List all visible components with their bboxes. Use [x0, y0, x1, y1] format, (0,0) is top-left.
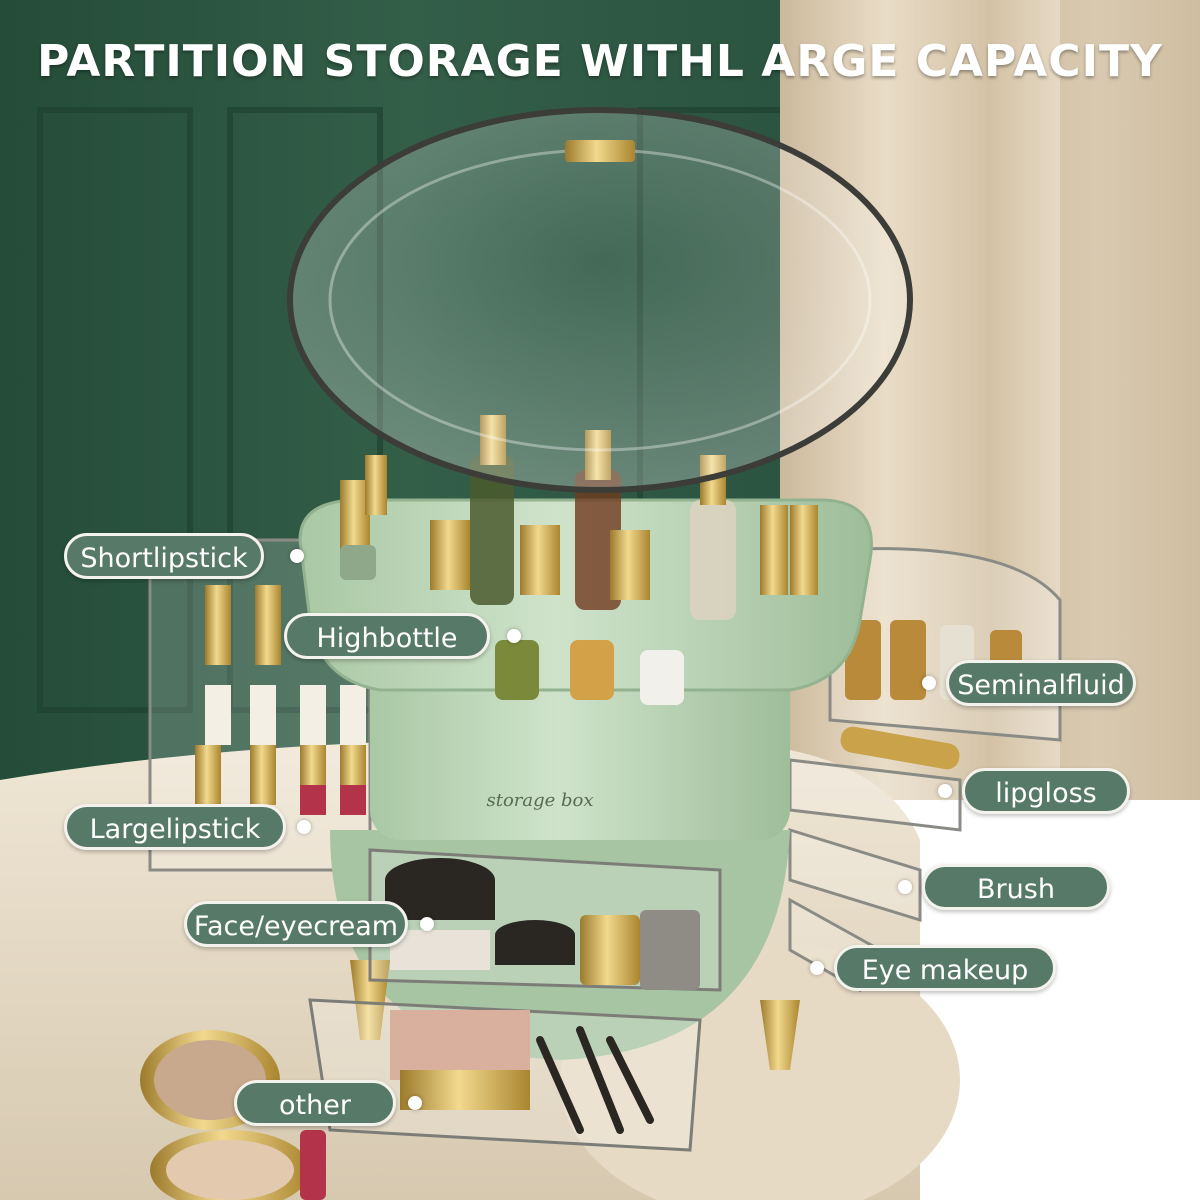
pointer-dot-large-lipstick	[297, 820, 311, 834]
cream-drawer	[368, 848, 722, 992]
pointer-dot-short-lipstick	[290, 549, 304, 563]
tall-bottles	[340, 415, 818, 705]
label-lipgloss: lipgloss	[962, 768, 1130, 814]
bottom-drawer	[308, 998, 702, 1152]
pointer-dot-high-bottle	[507, 629, 521, 643]
pointer-dot-face-eye-cream	[420, 917, 434, 931]
pointer-dot-brush	[898, 880, 912, 894]
label-large-lipstick: Largelipstick	[64, 804, 286, 850]
label-face-eye-cream: Face/eyecream	[184, 901, 408, 947]
label-high-bottle: Highbottle	[284, 613, 490, 659]
label-seminal-fluid: Seminalfluid	[946, 660, 1136, 706]
storage-box-text: storage box	[486, 790, 593, 811]
label-brush: Brush	[922, 864, 1110, 910]
label-short-lipstick: Shortlipstick	[64, 533, 264, 579]
pointer-dot-other	[408, 1096, 422, 1110]
label-other: other	[234, 1080, 396, 1126]
clear-lid	[287, 107, 913, 493]
pointer-dot-seminal-fluid	[922, 676, 936, 690]
headline: PARTITION STORAGE WITHL ARGE CAPACITY	[37, 36, 1163, 87]
label-eye-makeup: Eye makeup	[834, 945, 1056, 991]
pointer-dot-lipgloss	[938, 784, 952, 798]
pointer-dot-eye-makeup	[810, 961, 824, 975]
